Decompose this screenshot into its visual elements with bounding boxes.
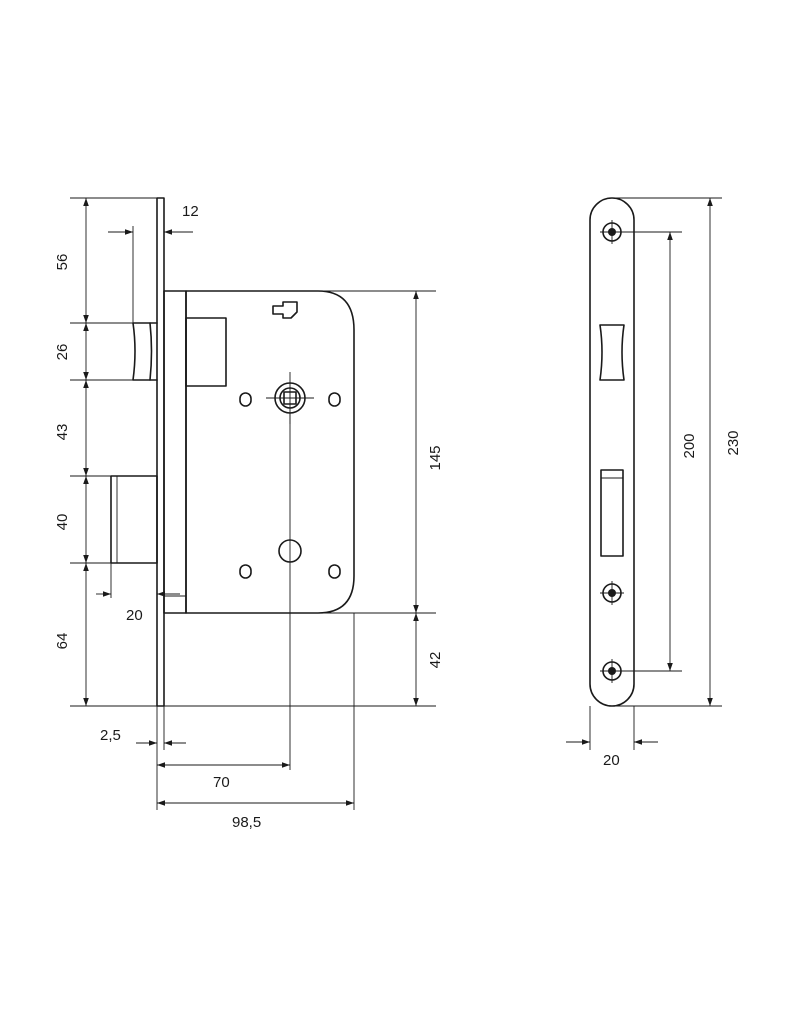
dim-20-plate: 20 xyxy=(603,752,620,769)
case-tab xyxy=(272,301,298,319)
case-height-dimensions: 145 42 xyxy=(164,290,444,707)
middle-screw xyxy=(600,581,624,605)
dim-200: 200 xyxy=(681,433,698,458)
dim-98-5: 98,5 xyxy=(232,814,261,831)
dead-bolt xyxy=(110,475,158,564)
dim-40: 40 xyxy=(54,514,71,531)
left-dimensions: 56 26 43 40 64 xyxy=(54,197,157,707)
front-plate xyxy=(589,197,635,707)
case-frame xyxy=(163,290,187,614)
side-view xyxy=(110,197,355,707)
faceplate xyxy=(156,197,165,707)
dim-56: 56 xyxy=(54,254,71,271)
dim-20-bolt: 20 xyxy=(126,607,143,624)
latch-opening xyxy=(599,324,625,381)
dim-42: 42 xyxy=(427,652,444,669)
dim-230: 230 xyxy=(725,430,742,455)
bottom-dimensions: 2,5 70 98,5 xyxy=(100,413,355,831)
fixing-slots xyxy=(239,392,341,579)
dim-2-5: 2,5 xyxy=(100,727,121,744)
spindle-follower xyxy=(266,372,314,424)
dim-26: 26 xyxy=(54,344,71,361)
faceplate-thickness-dimension: 12 xyxy=(108,203,199,323)
lock-case xyxy=(185,290,355,614)
bottom-screw xyxy=(600,659,624,683)
dim-12: 12 xyxy=(182,203,199,220)
front-view-dimensions: 200 230 20 xyxy=(566,197,742,769)
dim-64: 64 xyxy=(54,633,71,650)
top-screw xyxy=(600,220,624,244)
dim-70: 70 xyxy=(213,774,230,791)
latch-tail xyxy=(185,317,227,387)
bolt-opening xyxy=(600,469,624,557)
dim-43: 43 xyxy=(54,424,71,441)
front-view xyxy=(589,197,635,707)
latch-bolt xyxy=(132,322,153,381)
dim-145: 145 xyxy=(427,445,444,470)
bolt-projection-dimension: 20 xyxy=(96,563,180,624)
